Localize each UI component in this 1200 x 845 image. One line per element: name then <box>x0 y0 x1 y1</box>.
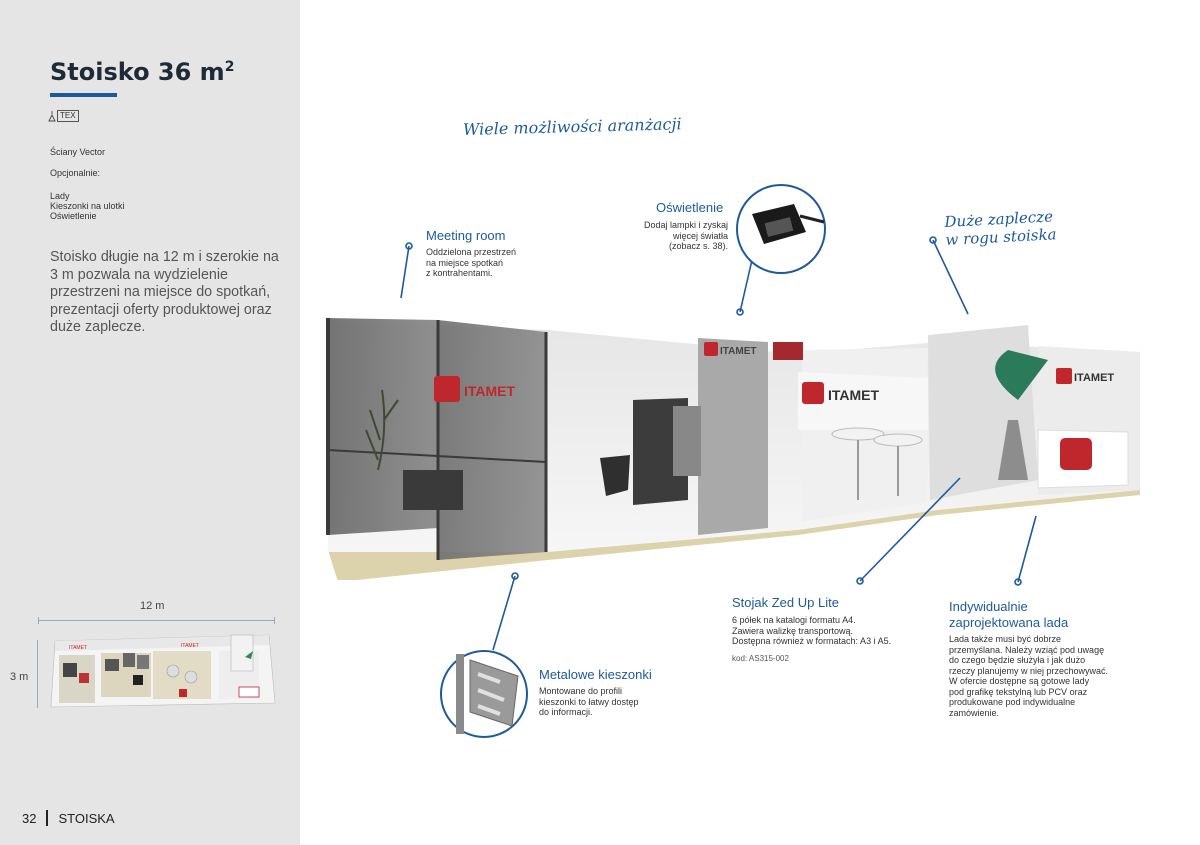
page-title: Stoisko 36 m2 <box>50 58 235 86</box>
svg-text:ITAMET: ITAMET <box>720 346 756 357</box>
arrangements-note: Wiele możliwości aranżacji <box>462 114 682 139</box>
lighting-detail-image <box>736 184 826 274</box>
page-footer: 32 STOISKA <box>22 810 115 826</box>
svg-text:ITAMET: ITAMET <box>69 645 87 651</box>
footer-divider <box>46 810 49 826</box>
booth-logo: ITAMET <box>434 376 516 402</box>
floor-plan-image: ITAMET ITAMET <box>50 634 276 708</box>
stand-code: kod: AS315-002 <box>732 654 789 663</box>
svg-text:ITAMET: ITAMET <box>828 387 880 403</box>
stand-text: 6 półek na katalogi formatu A4.Zawiera w… <box>732 615 892 646</box>
width-dimension: 12 m <box>140 600 165 612</box>
optional-heading: Opcjonalnie: <box>50 168 101 178</box>
height-dimension-line <box>37 640 38 708</box>
pockets-title: Metalowe kieszonki <box>539 667 652 682</box>
tex-badge: TEX <box>48 110 79 122</box>
lighting-title: Oświetlenie <box>656 200 724 215</box>
title-underline <box>50 93 117 97</box>
pocket-detail-image <box>440 650 528 738</box>
list-item: Oświetlenie <box>50 211 97 221</box>
svg-text:ITAMET: ITAMET <box>464 383 516 399</box>
walls-text: Ściany Vector <box>50 147 106 157</box>
svg-text:ITAMET: ITAMET <box>181 643 199 649</box>
page-number: 32 <box>22 810 37 826</box>
width-dimension-line <box>38 617 275 624</box>
optional-list: Lady Kieszonki na ulotki Oświetlenie <box>50 191 125 221</box>
height-dimension: 3 m <box>10 671 29 683</box>
hanger-icon <box>48 111 56 122</box>
list-item: Kieszonki na ulotki <box>50 201 125 211</box>
stand-title: Stojak Zed Up Lite <box>732 595 839 610</box>
meeting-room-title: Meeting room <box>426 228 506 243</box>
booth-render-image: ITAMET ITAMET ITAMET ITAMET <box>326 318 1140 580</box>
sidebar: Stoisko 36 m2 TEX Ściany Vector Opcjonal… <box>0 0 300 845</box>
list-item: Lady <box>50 191 70 201</box>
section-name: STOISKA <box>58 810 115 826</box>
svg-text:ITAMET: ITAMET <box>1074 372 1114 384</box>
description: Stoisko długie na 12 m i szerokie na 3 m… <box>50 249 279 335</box>
